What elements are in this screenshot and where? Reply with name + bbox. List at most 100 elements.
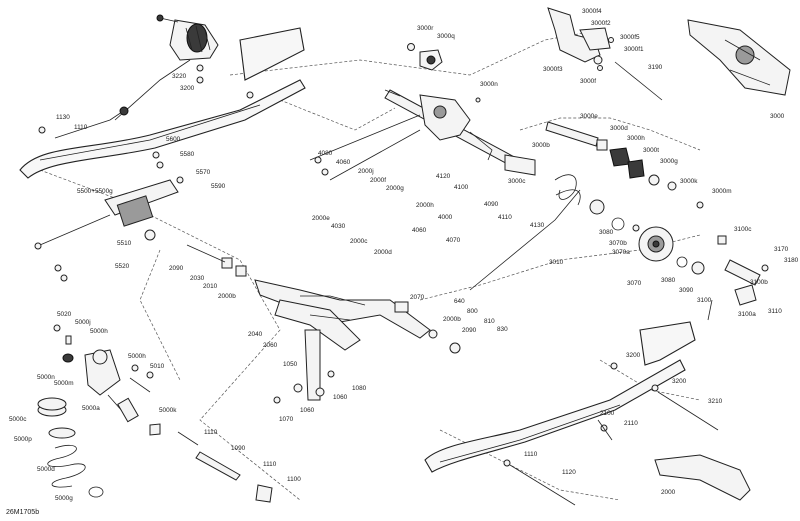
document-code: 26M1705b [6,509,39,516]
part-label: 5000g [55,495,73,502]
part-label: 640 [454,298,465,305]
part-label: 2000f [370,177,386,184]
part-label: 3200 [180,85,195,92]
upper-shock-absorber [34,151,184,282]
part-label: 5570 [196,169,211,176]
center-swing-arm [186,244,461,404]
rear-suspension-parts [469,121,769,321]
part-label: 1090 [231,445,246,452]
part-label: 1080 [352,385,367,392]
part-label: 3000q [437,33,455,40]
part-label: 4030 [331,223,346,230]
part-label: 2100 [600,410,615,417]
part-label: 3000f3 [543,66,563,73]
part-label: 1050 [283,361,298,368]
part-label: 1060 [300,407,315,414]
center-axle-assembly [309,43,521,181]
part-label: 4100 [454,184,469,191]
part-label: 3000n [480,81,498,88]
part-label: 1110 [524,451,538,458]
part-label: 3170 [774,246,789,253]
part-label: 3000e [580,113,598,120]
part-label: 830 [497,326,508,333]
part-label: 5020 [57,311,72,318]
part-label: 5000j [75,319,91,326]
part-label: 5600 [166,136,181,143]
part-label: 1070 [279,416,294,423]
part-label: 3000k [680,178,698,185]
part-label: 4000 [438,214,453,221]
part-label: 5000d [37,466,55,473]
part-label: 4130 [530,222,545,229]
top-right-bracket [547,7,791,101]
part-label: 2000h [416,202,434,209]
part-label: 3000m [712,188,732,195]
part-label: 3210 [708,398,723,405]
part-label: 3180 [784,257,799,264]
part-label: 2000e [312,215,330,222]
part-label: 5000a [82,405,100,412]
part-label: 2000j [358,168,374,175]
part-label: 4090 [484,201,499,208]
part-label: 4080 [318,150,333,157]
part-label: 4070 [446,237,461,244]
part-label: 3080 [661,277,676,284]
part-label: 5000m [54,380,74,387]
part-label: 3090 [679,287,694,294]
part-label: 3000h [627,135,645,142]
part-label: 2110 [624,420,638,427]
part-label: 2000 [661,489,676,496]
part-label: 3070 [627,280,642,287]
part-labels: 3000r 3000q 3000f4 3000f2 3000f5 3000f1 … [9,8,799,502]
part-label: 2000d [374,249,392,256]
part-label: 2010 [203,283,218,290]
part-label: 2000c [350,238,368,245]
part-label: 3100 [697,297,712,304]
part-label: 3220 [172,73,187,80]
part-label: 3100c [734,226,752,233]
left-slide-rail [19,14,306,179]
part-label: 3070a [612,249,630,256]
part-label: 3000f5 [620,34,640,41]
part-label: 3000d [610,125,628,132]
part-label: 3100b [750,279,768,286]
part-label: 5000h [90,328,108,335]
part-label: 3000f1 [624,46,644,53]
part-label: 1060 [333,394,348,401]
part-label: 3100a [738,311,756,318]
part-label: 3190 [648,64,663,71]
part-label: 1120 [562,469,576,476]
part-label: 4060 [336,159,351,166]
part-label: 4060 [412,227,427,234]
part-label: 5590 [211,183,226,190]
part-label: 3000f4 [582,8,602,15]
part-label: 3010 [549,259,564,266]
part-label: 3080 [599,229,614,236]
part-label: 2070 [410,294,425,301]
part-label: 5000c [9,416,27,423]
part-label: 3000b [532,142,550,149]
part-label: 4120 [436,173,451,180]
part-label: 810 [484,318,495,325]
part-label: 1130 [56,114,70,121]
part-label: 3000t [643,147,659,154]
part-label: 2090 [462,327,477,334]
part-label: 2060 [263,342,278,349]
part-label: 1110 [204,429,218,436]
part-label: 2000g [386,185,404,192]
right-slide-rail [424,321,751,506]
part-label: 3000f2 [591,20,611,27]
part-label: 2040 [248,331,263,338]
part-label: 3110 [768,308,782,315]
part-label: 1110 [74,124,88,131]
part-label: 4110 [498,214,512,221]
part-label: 5000k [159,407,177,414]
part-label: 1100 [287,476,301,483]
part-label: 3000f [580,78,596,85]
part-label: 5000p [14,436,32,443]
part-label: 5510 [117,240,132,247]
lower-shock-and-springs [37,324,273,503]
part-label: 2030 [190,275,205,282]
